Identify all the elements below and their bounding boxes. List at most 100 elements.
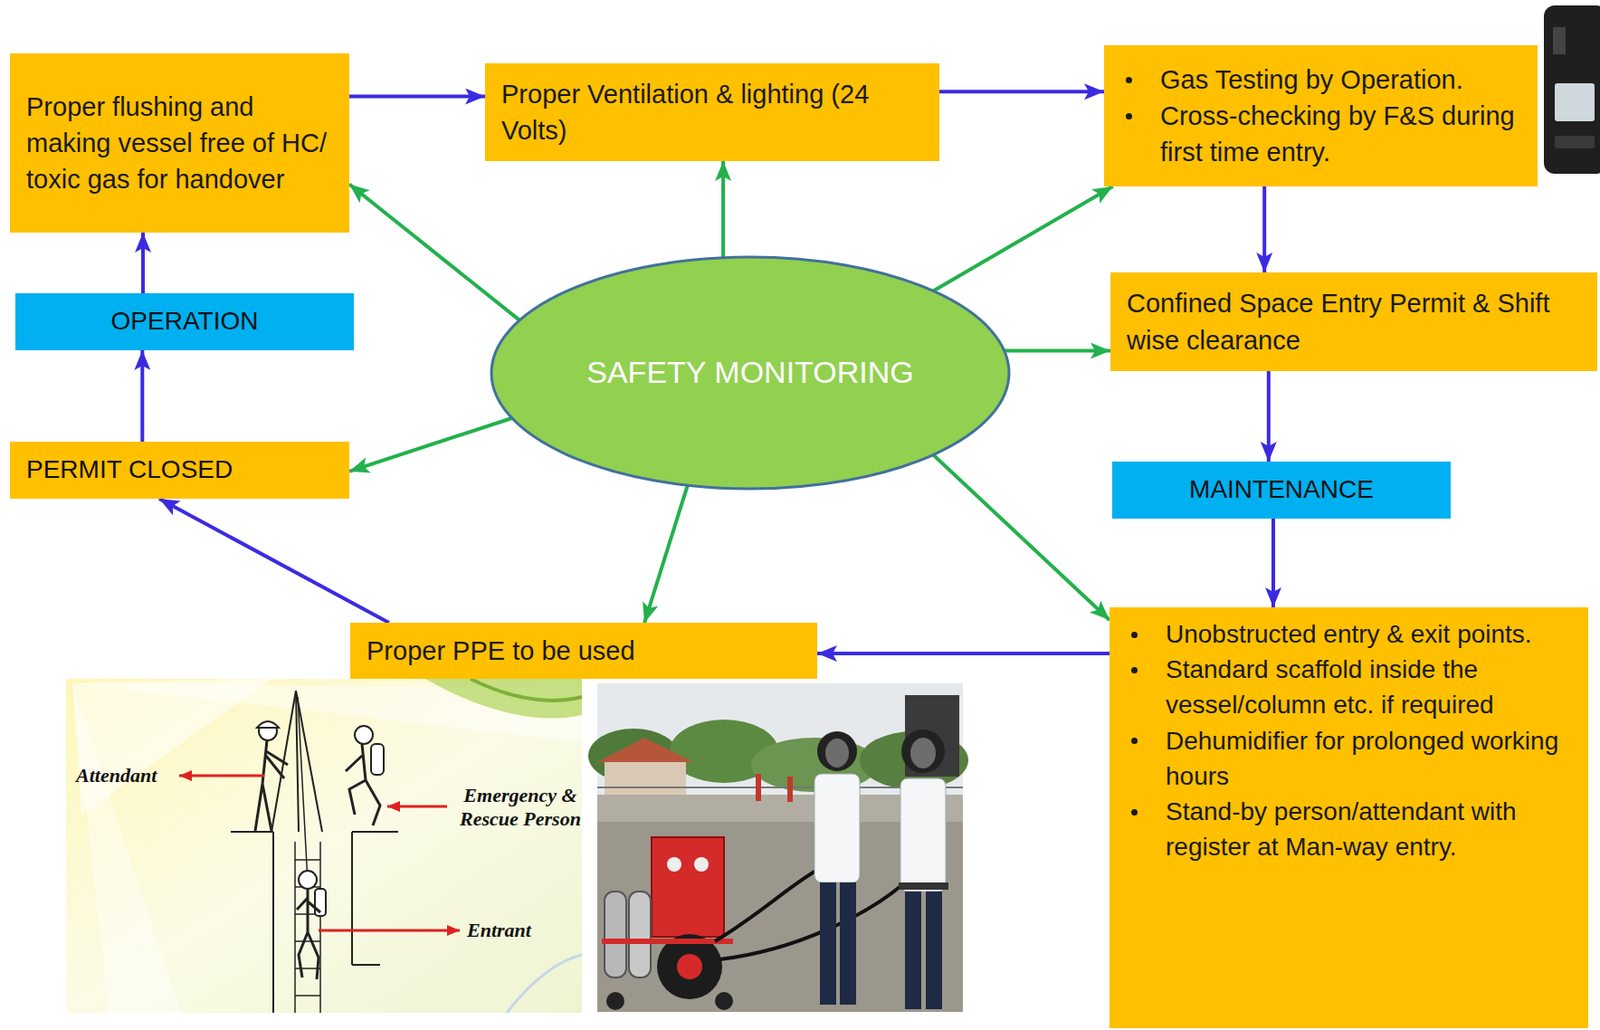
bullet-item: Stand-by person/attendant with register … (1109, 793, 1580, 865)
process-box: Confined Space Entry Permit & Shift wise… (1110, 272, 1598, 372)
breathing-apparatus-photo (601, 938, 734, 944)
breathing-apparatus-photo (719, 882, 905, 960)
node-label: MAINTENANCE (1121, 473, 1442, 506)
node-content: Proper Ventilation & lighting (24 Volts) (501, 76, 927, 149)
monitoring-arrow (933, 455, 1110, 621)
confined-space-illustration (255, 740, 288, 831)
gas-detector-icon (1552, 27, 1566, 55)
confined-space-illustration (371, 743, 384, 775)
breathing-apparatus-photo (628, 891, 651, 978)
node-label: PERMIT CLOSED (26, 453, 341, 486)
bullet-dot (1131, 737, 1138, 744)
bullet-text: Cross-checking by F&S during first time … (1160, 97, 1529, 171)
bullet-dot (1131, 631, 1138, 639)
ellipse-shape (491, 257, 1010, 489)
node-label: OPERATION (24, 304, 345, 338)
breathing-apparatus-photo (787, 776, 793, 802)
confined-space-illustration (506, 954, 582, 1013)
flow-arrow (939, 89, 1105, 94)
confined-space-illustration (351, 831, 353, 965)
monitoring-arrow (644, 485, 688, 623)
breathing-apparatus-photo (714, 991, 734, 1010)
figure-label: Emergency & Rescue Person (452, 783, 589, 832)
monitoring-arrow (933, 186, 1113, 292)
flow-arrow (159, 498, 390, 623)
bullet-item: Standard scaffold inside the vessel/colu… (1109, 651, 1580, 723)
bullet-text: Standard scaffold inside the vessel/colu… (1165, 651, 1580, 723)
confined-space-illustration (352, 963, 381, 966)
confined-space-illustration (66, 678, 582, 1013)
node-label: Proper flushing and making vessel free o… (26, 88, 337, 198)
node-label: SAFETY MONITORING (525, 352, 975, 394)
node-label: Proper PPE to be used (366, 632, 805, 669)
monitoring-arrow (721, 161, 725, 258)
monitoring-arrow (349, 418, 513, 472)
confined-space-illustration (345, 743, 381, 826)
confined-space-illustration (319, 841, 322, 1013)
gas-detector-icon (1554, 135, 1595, 149)
flow-arrow (140, 350, 144, 442)
confined-space-illustration (352, 830, 399, 833)
center-ellipse: SAFETY MONITORING (489, 255, 1011, 491)
breathing-apparatus-photo (817, 731, 858, 772)
breathing-apparatus-photo (666, 857, 682, 872)
confined-space-illustration (425, 678, 582, 719)
monitoring-arrow (349, 184, 520, 321)
confined-space-illustration (295, 994, 321, 997)
breathing-apparatus-photo (825, 738, 849, 768)
breathing-apparatus-photo (901, 729, 945, 773)
bullet-dot (1125, 113, 1133, 120)
process-box: Proper flushing and making vessel free o… (9, 53, 350, 233)
bullet-text: Stand-by person/attendant with register … (1165, 793, 1580, 865)
node-content: SAFETY MONITORING (525, 352, 975, 394)
process-box: Gas Testing by Operation.Cross-checking … (1104, 45, 1538, 187)
confined-space-illustration (230, 830, 274, 833)
bullet-item: Cross-checking by F&S during first time … (1104, 97, 1529, 171)
bullet-item: Dehumidifier for prolonged working hours (1109, 723, 1580, 794)
breathing-apparatus-photo (910, 737, 936, 769)
node-content: Unobstructed entry & exit points.Standar… (1109, 616, 1580, 865)
flow-arrow (349, 95, 486, 99)
node-label: Proper Ventilation & lighting (24 Volts) (501, 76, 927, 149)
confined-space-illustration (387, 805, 448, 809)
flow-arrow (1266, 371, 1271, 462)
confined-space-illustration (257, 721, 279, 728)
breathing-apparatus-photo (606, 991, 625, 1010)
breathing-apparatus-photo (588, 683, 969, 1012)
breathing-apparatus-photo (604, 891, 627, 978)
confined-space-illustration (66, 678, 582, 1013)
flow-arrow (141, 232, 145, 294)
flow-arrow (1271, 518, 1276, 608)
confined-space-illustration (298, 870, 317, 889)
flow-arrow (817, 651, 1110, 656)
bullet-text: Unobstructed entry & exit points. (1165, 616, 1580, 652)
phase-band: MAINTENANCE (1112, 461, 1451, 519)
confined-space-illustration (295, 690, 323, 832)
node-content: Confined Space Entry Permit & Shift wise… (1126, 285, 1585, 358)
breathing-apparatus-photo (839, 882, 857, 1005)
figure-label: Entrant (466, 918, 567, 943)
gas-detector-icon (1554, 83, 1595, 122)
node-content: Proper flushing and making vessel free o… (26, 88, 337, 198)
bullet-dot (1125, 76, 1133, 84)
gas-detector-icon (1543, 5, 1600, 174)
status-box: PERMIT CLOSED (9, 441, 350, 499)
breathing-apparatus-photo (651, 837, 724, 937)
confined-space-illustration (294, 841, 296, 1013)
node-content: MAINTENANCE (1121, 473, 1442, 506)
node-content: PERMIT CLOSED (26, 453, 341, 486)
node-content: Gas Testing by Operation.Cross-checking … (1104, 61, 1529, 171)
bullet-item: Unobstructed entry & exit points. (1109, 616, 1580, 652)
breathing-apparatus-photo (898, 882, 949, 890)
confined-space-illustration (295, 940, 321, 943)
bullet-item: Gas Testing by Operation. (1104, 61, 1529, 98)
breathing-apparatus-photo (714, 868, 820, 942)
bullet-text: Gas Testing by Operation. (1160, 61, 1529, 98)
process-box: Proper Ventilation & lighting (24 Volts) (485, 63, 940, 162)
confined-space-illustration (354, 725, 373, 744)
figure-label: Attendant (76, 763, 203, 788)
flow-arrow (1262, 186, 1267, 273)
node-content: Proper PPE to be used (366, 632, 805, 669)
breathing-apparatus-photo (597, 737, 694, 762)
